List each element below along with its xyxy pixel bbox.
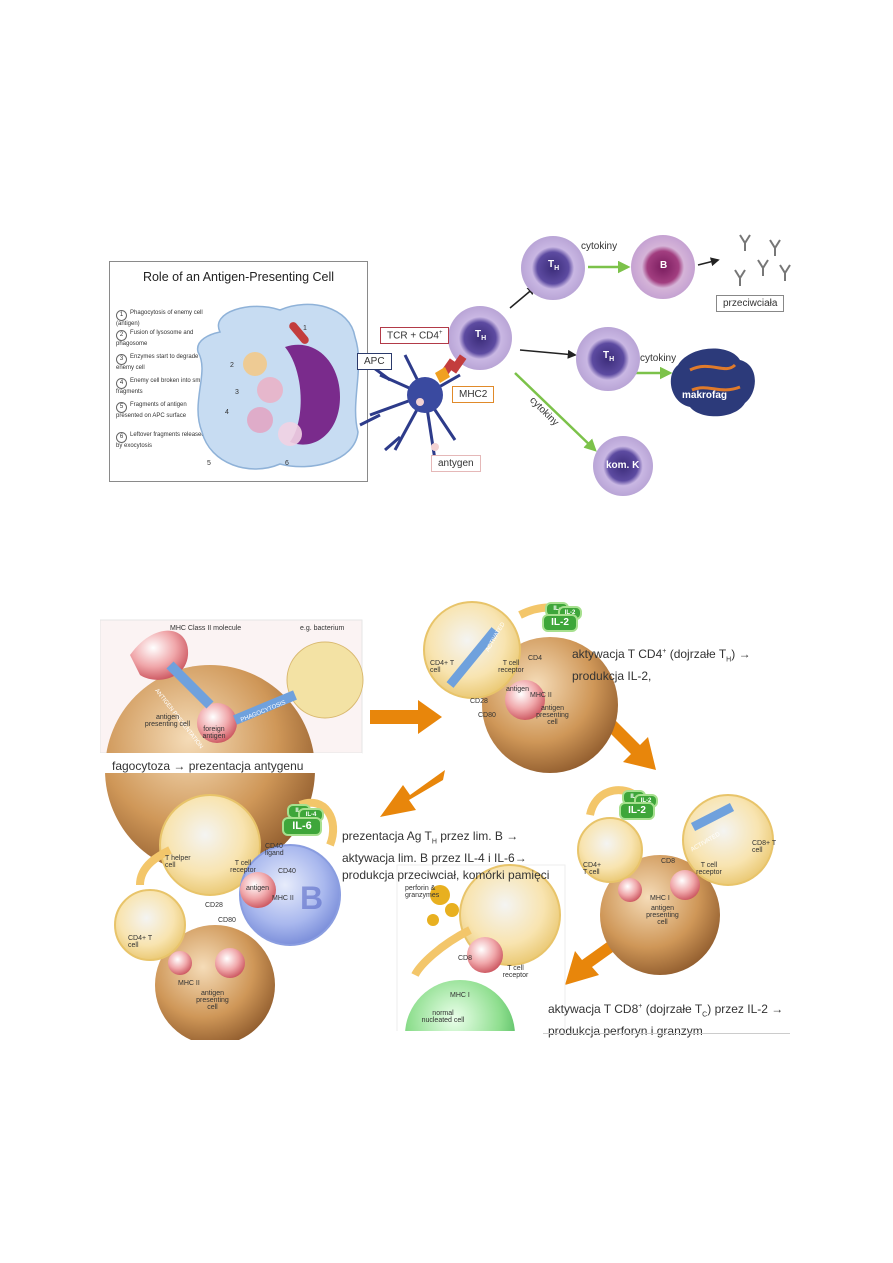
b-cell: [631, 235, 695, 299]
cytokiny-label-top: cytokiny: [581, 241, 618, 252]
cd8-label-4: CD8: [661, 858, 676, 865]
flow-diagram: [100, 601, 774, 1040]
il2-badge-d: IL-2: [619, 802, 655, 820]
il2-badge: IL-2: [542, 614, 578, 632]
cd4-t-cell-3: [114, 889, 186, 961]
b-letter-flow: B: [300, 880, 324, 916]
marker-2: 2: [230, 362, 234, 369]
il6-badge: IL-6: [282, 817, 322, 836]
th-label-center: TH: [475, 329, 487, 342]
antigen-label-2: antigen: [506, 686, 529, 693]
cd80-label-3: CD80: [218, 917, 236, 924]
tcr-label-2: T cell receptor: [498, 660, 524, 674]
mhc1-label-5: MHC I: [450, 992, 470, 999]
komk-cell: [593, 436, 653, 496]
cd40-label: CD40: [278, 868, 296, 875]
th-label-mid: TH: [603, 350, 615, 363]
makrofag-label: makrofag: [682, 390, 728, 401]
arrow-to-komk: [514, 372, 597, 452]
orange-arrow-2: [601, 715, 656, 770]
th-pathway-diagram: [359, 234, 791, 496]
mhc2-box: MHC2: [452, 386, 495, 403]
tcr-label-4: T cell receptor: [696, 862, 722, 876]
caption-phago: fagocytoza → prezentacja antygenu: [112, 759, 304, 773]
tcr-label-5: T cell receptor: [502, 965, 529, 979]
cytokiny-label-mid: cytokiny: [640, 353, 677, 364]
th-cell-center: [448, 306, 512, 370]
cd28-label-2: CD28: [470, 698, 488, 705]
orange-arrow-1: [370, 700, 442, 734]
cd8-label-5: CD8: [458, 955, 473, 962]
foreign-antigen: [197, 703, 237, 743]
cd4-t-cell-4: [577, 817, 643, 883]
cd4-label: CD4: [528, 655, 543, 662]
cd4-t-cell-2: [423, 601, 521, 699]
bacterium: [286, 641, 364, 719]
caption-cd8-underline: [543, 1033, 790, 1034]
orange-arrow-4: [565, 940, 620, 985]
cd28-label-3: CD28: [205, 902, 223, 909]
cd8-t-label: CD8+ T cell: [752, 840, 777, 854]
marker-1: 1: [303, 325, 307, 332]
t-helper-cell: [159, 794, 261, 896]
caption-cd8: aktywacja T CD8+ (dojrzałe TC) przez IL-…: [548, 1002, 784, 1039]
th-label-top: TH: [548, 259, 560, 272]
cd80-label-2: CD80: [478, 712, 496, 719]
apc-cell-illustration: [196, 303, 360, 470]
makrofag-cell: [670, 348, 755, 417]
foreign-antigen-label: foreign antigen: [202, 726, 226, 740]
mhc2-label-3b: MHC II: [178, 980, 200, 987]
apc-label-2: antigen presenting cell: [536, 705, 569, 726]
antigen-label-3: antigen: [246, 885, 269, 892]
arrow-to-th-mid: [519, 349, 577, 359]
antibodies: [734, 234, 791, 286]
normal-nucleated-cell: [405, 980, 515, 1040]
th-cell-mid: [576, 327, 640, 391]
apc-label-1: antigen presenting cell: [144, 714, 191, 728]
b-cell-flow: [239, 844, 341, 946]
bacterium-label: e.g. bacterium: [300, 625, 345, 632]
marker-3: 3: [235, 389, 239, 396]
arrow-to-antibodies: [697, 257, 720, 267]
apc-panel-title: Role of an Antigen-Presenting Cell: [142, 270, 335, 284]
mhc1-label-4: MHC I: [650, 895, 670, 902]
marker-5: 5: [207, 460, 211, 467]
apc-box: APC: [357, 353, 392, 370]
marker-6: 6: [285, 460, 289, 467]
mhc-class-ii-label: MHC Class II molecule: [170, 625, 242, 632]
cd4-t-label-4: CD4+ T cell: [583, 862, 602, 876]
orange-arrow-3: [380, 770, 445, 817]
perforin-label: perforin & granzymes: [405, 885, 440, 899]
mhc2-label-2: MHC II: [530, 692, 552, 699]
apc-label-3: antigen presenting cell: [196, 990, 229, 1011]
komk-label: kom. K: [606, 460, 640, 471]
cd40-ligand-label: CD40 ligand: [265, 843, 284, 857]
tcr-label-3: T cell receptor: [230, 860, 256, 874]
antygen-box: antygen: [431, 455, 481, 472]
przeciwciala-box: przeciwciała: [716, 295, 785, 312]
cd4-t-label-3: CD4+ T cell: [128, 935, 153, 949]
mhc2-label-3: MHC II: [272, 895, 294, 902]
caption-b: prezentacja Ag TH przez lim. B →aktywacj…: [342, 829, 550, 883]
antigen-2: [505, 680, 545, 720]
tcr-cd4-box: TCR + CD4+: [380, 327, 450, 345]
normal-cell-label: normal nucleated cell: [421, 1010, 465, 1024]
marker-4: 4: [225, 409, 229, 416]
cd4-t-label: CD4+ T cell: [430, 660, 455, 674]
th-cell-top: [521, 236, 585, 300]
apc-label-4: antigen presenting cell: [646, 905, 679, 926]
t-helper-label: T helper cell: [165, 855, 191, 869]
caption-cd4: aktywacja T CD4+ (dojrzałe TH) →produkcj…: [572, 647, 751, 684]
b-label: B: [660, 260, 668, 271]
